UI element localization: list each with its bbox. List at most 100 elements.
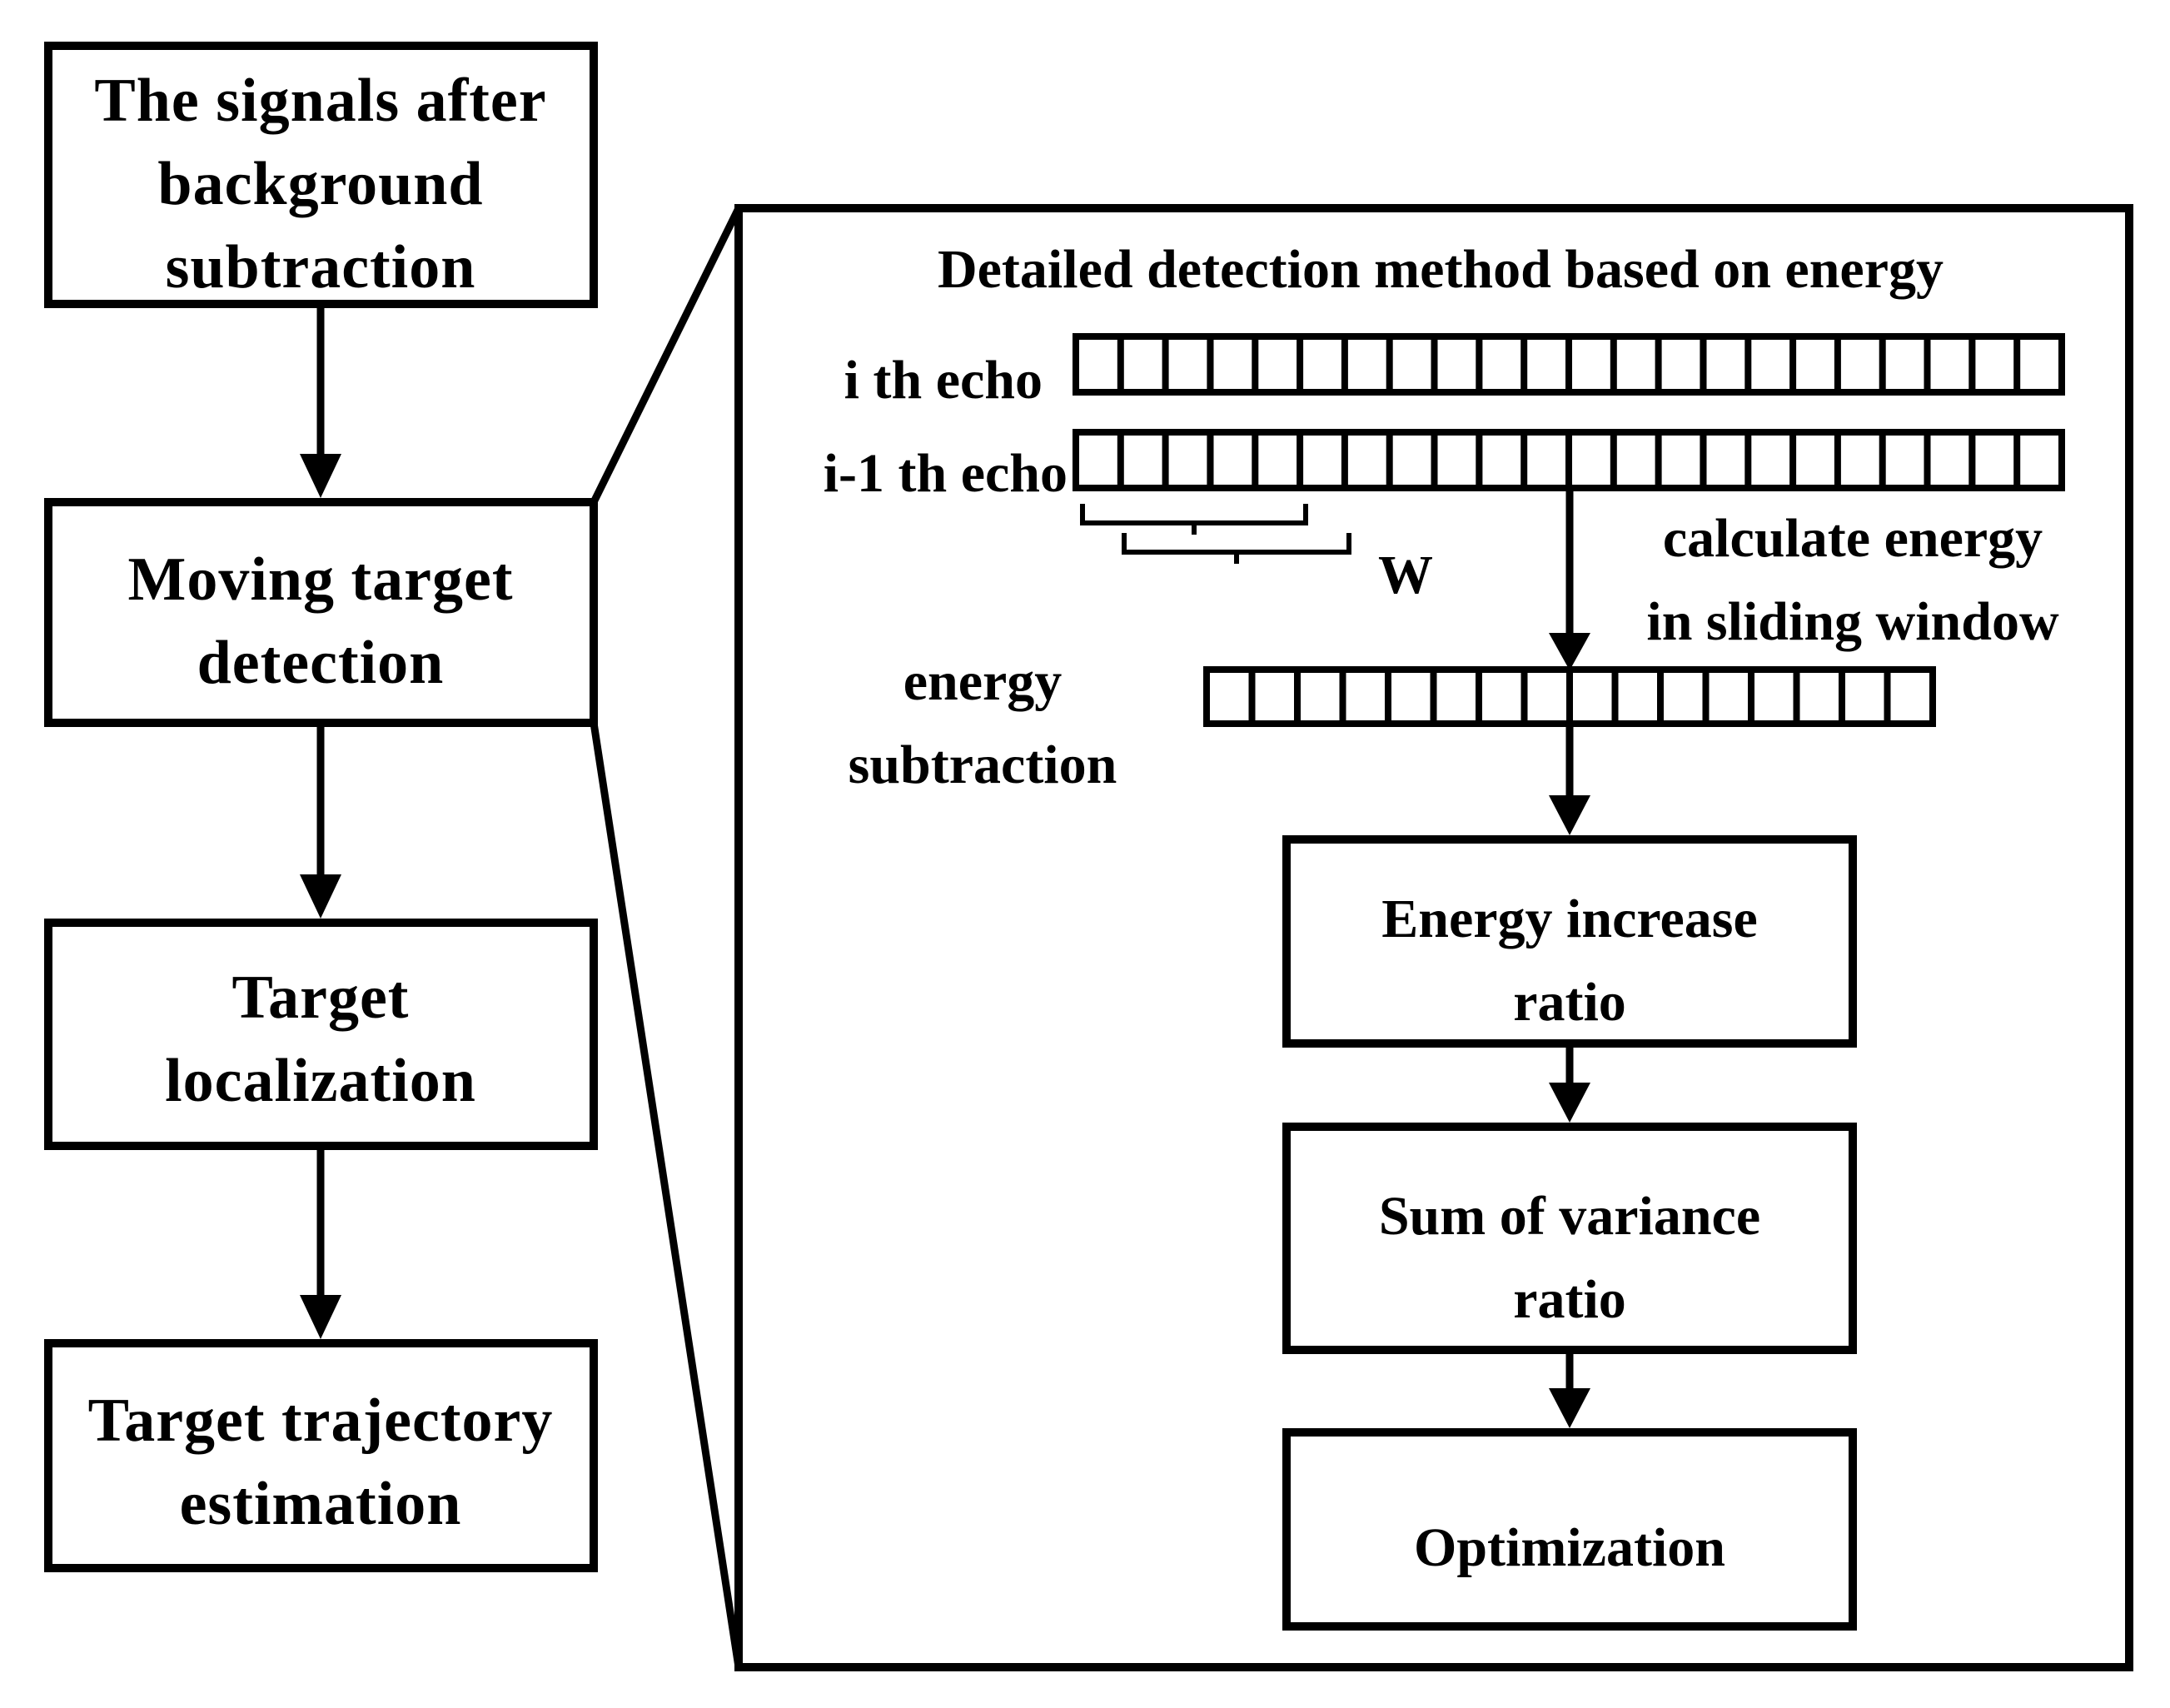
echo-i-minus-1-cell bbox=[1796, 436, 1834, 485]
energy-cell bbox=[1346, 673, 1385, 720]
energy-cell bbox=[1799, 673, 1839, 720]
arrow-echo-to-energy bbox=[1549, 491, 1590, 670]
zoom-connectors bbox=[590, 207, 743, 1668]
echo-i-cell bbox=[1168, 340, 1207, 389]
echo-i-minus-1-cell bbox=[1930, 436, 1969, 485]
box1-line2: ratio bbox=[1513, 972, 1626, 1033]
echo-i-label: i th echo bbox=[844, 350, 1043, 411]
echo-i-minus-1-cell bbox=[1123, 436, 1162, 485]
echo-i-minus-1-cell bbox=[1258, 436, 1297, 485]
echo-i-cell bbox=[1796, 340, 1834, 389]
box2-line1: Sum of variance bbox=[1379, 1186, 1760, 1247]
echo-i-cell bbox=[1572, 340, 1610, 389]
echo-i-cell bbox=[2020, 340, 2058, 389]
step2-line2: detection bbox=[197, 629, 445, 697]
energy-cell bbox=[1391, 673, 1431, 720]
step1-line3: subtraction bbox=[166, 233, 476, 301]
echo-i-minus-1-cell bbox=[1706, 436, 1745, 485]
echo-i-cell bbox=[1123, 340, 1162, 389]
echo-i-minus-1-cell bbox=[1527, 436, 1565, 485]
energy-cell bbox=[1618, 673, 1657, 720]
calc-energy-line2: in sliding window bbox=[1646, 591, 2059, 652]
calc-energy-line1: calculate energy bbox=[1663, 508, 2043, 569]
echo-i-minus-1-cell bbox=[1079, 436, 1117, 485]
echo-i-cell bbox=[1347, 340, 1386, 389]
echo-i-minus-1-cell bbox=[1661, 436, 1700, 485]
echo-i-minus-1-cell bbox=[1168, 436, 1207, 485]
sum-of-variance-ratio-box: Sum of variance ratio bbox=[1282, 1123, 1857, 1354]
arrow-step3-to-step4 bbox=[300, 1146, 341, 1339]
echo-i-minus-1-cell bbox=[1392, 436, 1431, 485]
energy-subtraction-line1: energy bbox=[903, 651, 1063, 712]
echo-i-minus-1-cell bbox=[1751, 436, 1790, 485]
step4-line2: estimation bbox=[180, 1470, 462, 1538]
step-target-trajectory-estimation: Target trajectory estimation bbox=[44, 1339, 598, 1572]
arrow-box1-to-box2 bbox=[1549, 1043, 1590, 1123]
step2-line1: Moving target bbox=[127, 545, 513, 614]
box1-line1: Energy increase bbox=[1381, 889, 1758, 949]
energy-cell bbox=[1527, 673, 1566, 720]
window-label: W bbox=[1378, 545, 1433, 605]
detail-title: Detailed detection method based on energ… bbox=[938, 239, 1944, 300]
arrow-step2-to-step3 bbox=[300, 723, 341, 919]
energy-cell bbox=[1845, 673, 1884, 720]
echo-i-cell bbox=[1751, 340, 1790, 389]
echo-i-cell bbox=[1527, 340, 1565, 389]
arrow-energy-to-box1 bbox=[1549, 727, 1590, 835]
echo-i-cell bbox=[1213, 340, 1252, 389]
echo-i-minus-1-cell bbox=[2020, 436, 2058, 485]
echo-i-minus-1-bar bbox=[1073, 429, 2065, 491]
echo-i-cell bbox=[1392, 340, 1431, 389]
box2-line2: ratio bbox=[1513, 1269, 1626, 1330]
echo-i-cell bbox=[1482, 340, 1521, 389]
arrow-step1-to-step2 bbox=[300, 304, 341, 498]
echo-i-cell bbox=[1079, 340, 1117, 389]
echo-i-bar bbox=[1073, 333, 2065, 396]
echo-i-cell bbox=[1258, 340, 1297, 389]
echo-i-cell bbox=[1840, 340, 1879, 389]
step3-line1: Target bbox=[232, 964, 410, 1032]
energy-bar bbox=[1203, 666, 1936, 727]
echo-i-minus-1-cell bbox=[1840, 436, 1879, 485]
echo-i-cell bbox=[1885, 340, 1924, 389]
energy-cell bbox=[1482, 673, 1521, 720]
echo-i-minus-1-cell bbox=[1616, 436, 1655, 485]
echo-i-minus-1-cell bbox=[1482, 436, 1521, 485]
echo-i-minus-1-cell bbox=[1437, 436, 1476, 485]
energy-subtraction-line2: subtraction bbox=[849, 734, 1117, 795]
echo-i-cell bbox=[1303, 340, 1341, 389]
step4-line1: Target trajectory bbox=[88, 1387, 554, 1455]
step-moving-target-detection: Moving target detection bbox=[44, 498, 598, 727]
echo-i-cell bbox=[1975, 340, 2014, 389]
echo-i-cell bbox=[1437, 340, 1476, 389]
echo-i-cell bbox=[1706, 340, 1745, 389]
echo-i-minus-1-cell bbox=[1347, 436, 1386, 485]
energy-increase-ratio-box: Energy increase ratio bbox=[1282, 835, 1857, 1048]
step-target-localization: Target localization bbox=[44, 919, 598, 1150]
echo-i-minus-1-cell bbox=[1885, 436, 1924, 485]
energy-cell bbox=[1301, 673, 1340, 720]
echo-i-cell bbox=[1616, 340, 1655, 389]
echo-i-minus-1-cell bbox=[1213, 436, 1252, 485]
energy-cell bbox=[1709, 673, 1748, 720]
echo-i-minus-1-cell bbox=[1303, 436, 1341, 485]
detail-panel: Detailed detection method based on energ… bbox=[734, 204, 2133, 1671]
energy-cell bbox=[1210, 673, 1249, 720]
step3-line2: localization bbox=[165, 1047, 476, 1115]
energy-cell bbox=[1754, 673, 1794, 720]
box3-line1: Optimization bbox=[1414, 1517, 1725, 1578]
energy-cell bbox=[1255, 673, 1294, 720]
echo-i-minus-1-label: i-1 th echo bbox=[824, 443, 1068, 504]
step-signals-after-background-subtraction: The signals after background subtraction bbox=[44, 42, 598, 308]
echo-i-cell bbox=[1930, 340, 1969, 389]
energy-cell bbox=[1890, 673, 1929, 720]
energy-cell bbox=[1664, 673, 1703, 720]
echo-i-minus-1-cell bbox=[1572, 436, 1610, 485]
echo-i-minus-1-cell bbox=[1975, 436, 2014, 485]
energy-cell bbox=[1573, 673, 1612, 720]
echo-i-cell bbox=[1661, 340, 1700, 389]
energy-cell bbox=[1436, 673, 1476, 720]
left-flow: The signals after background subtraction… bbox=[44, 42, 598, 1572]
step1-line1: The signals after bbox=[94, 67, 546, 135]
